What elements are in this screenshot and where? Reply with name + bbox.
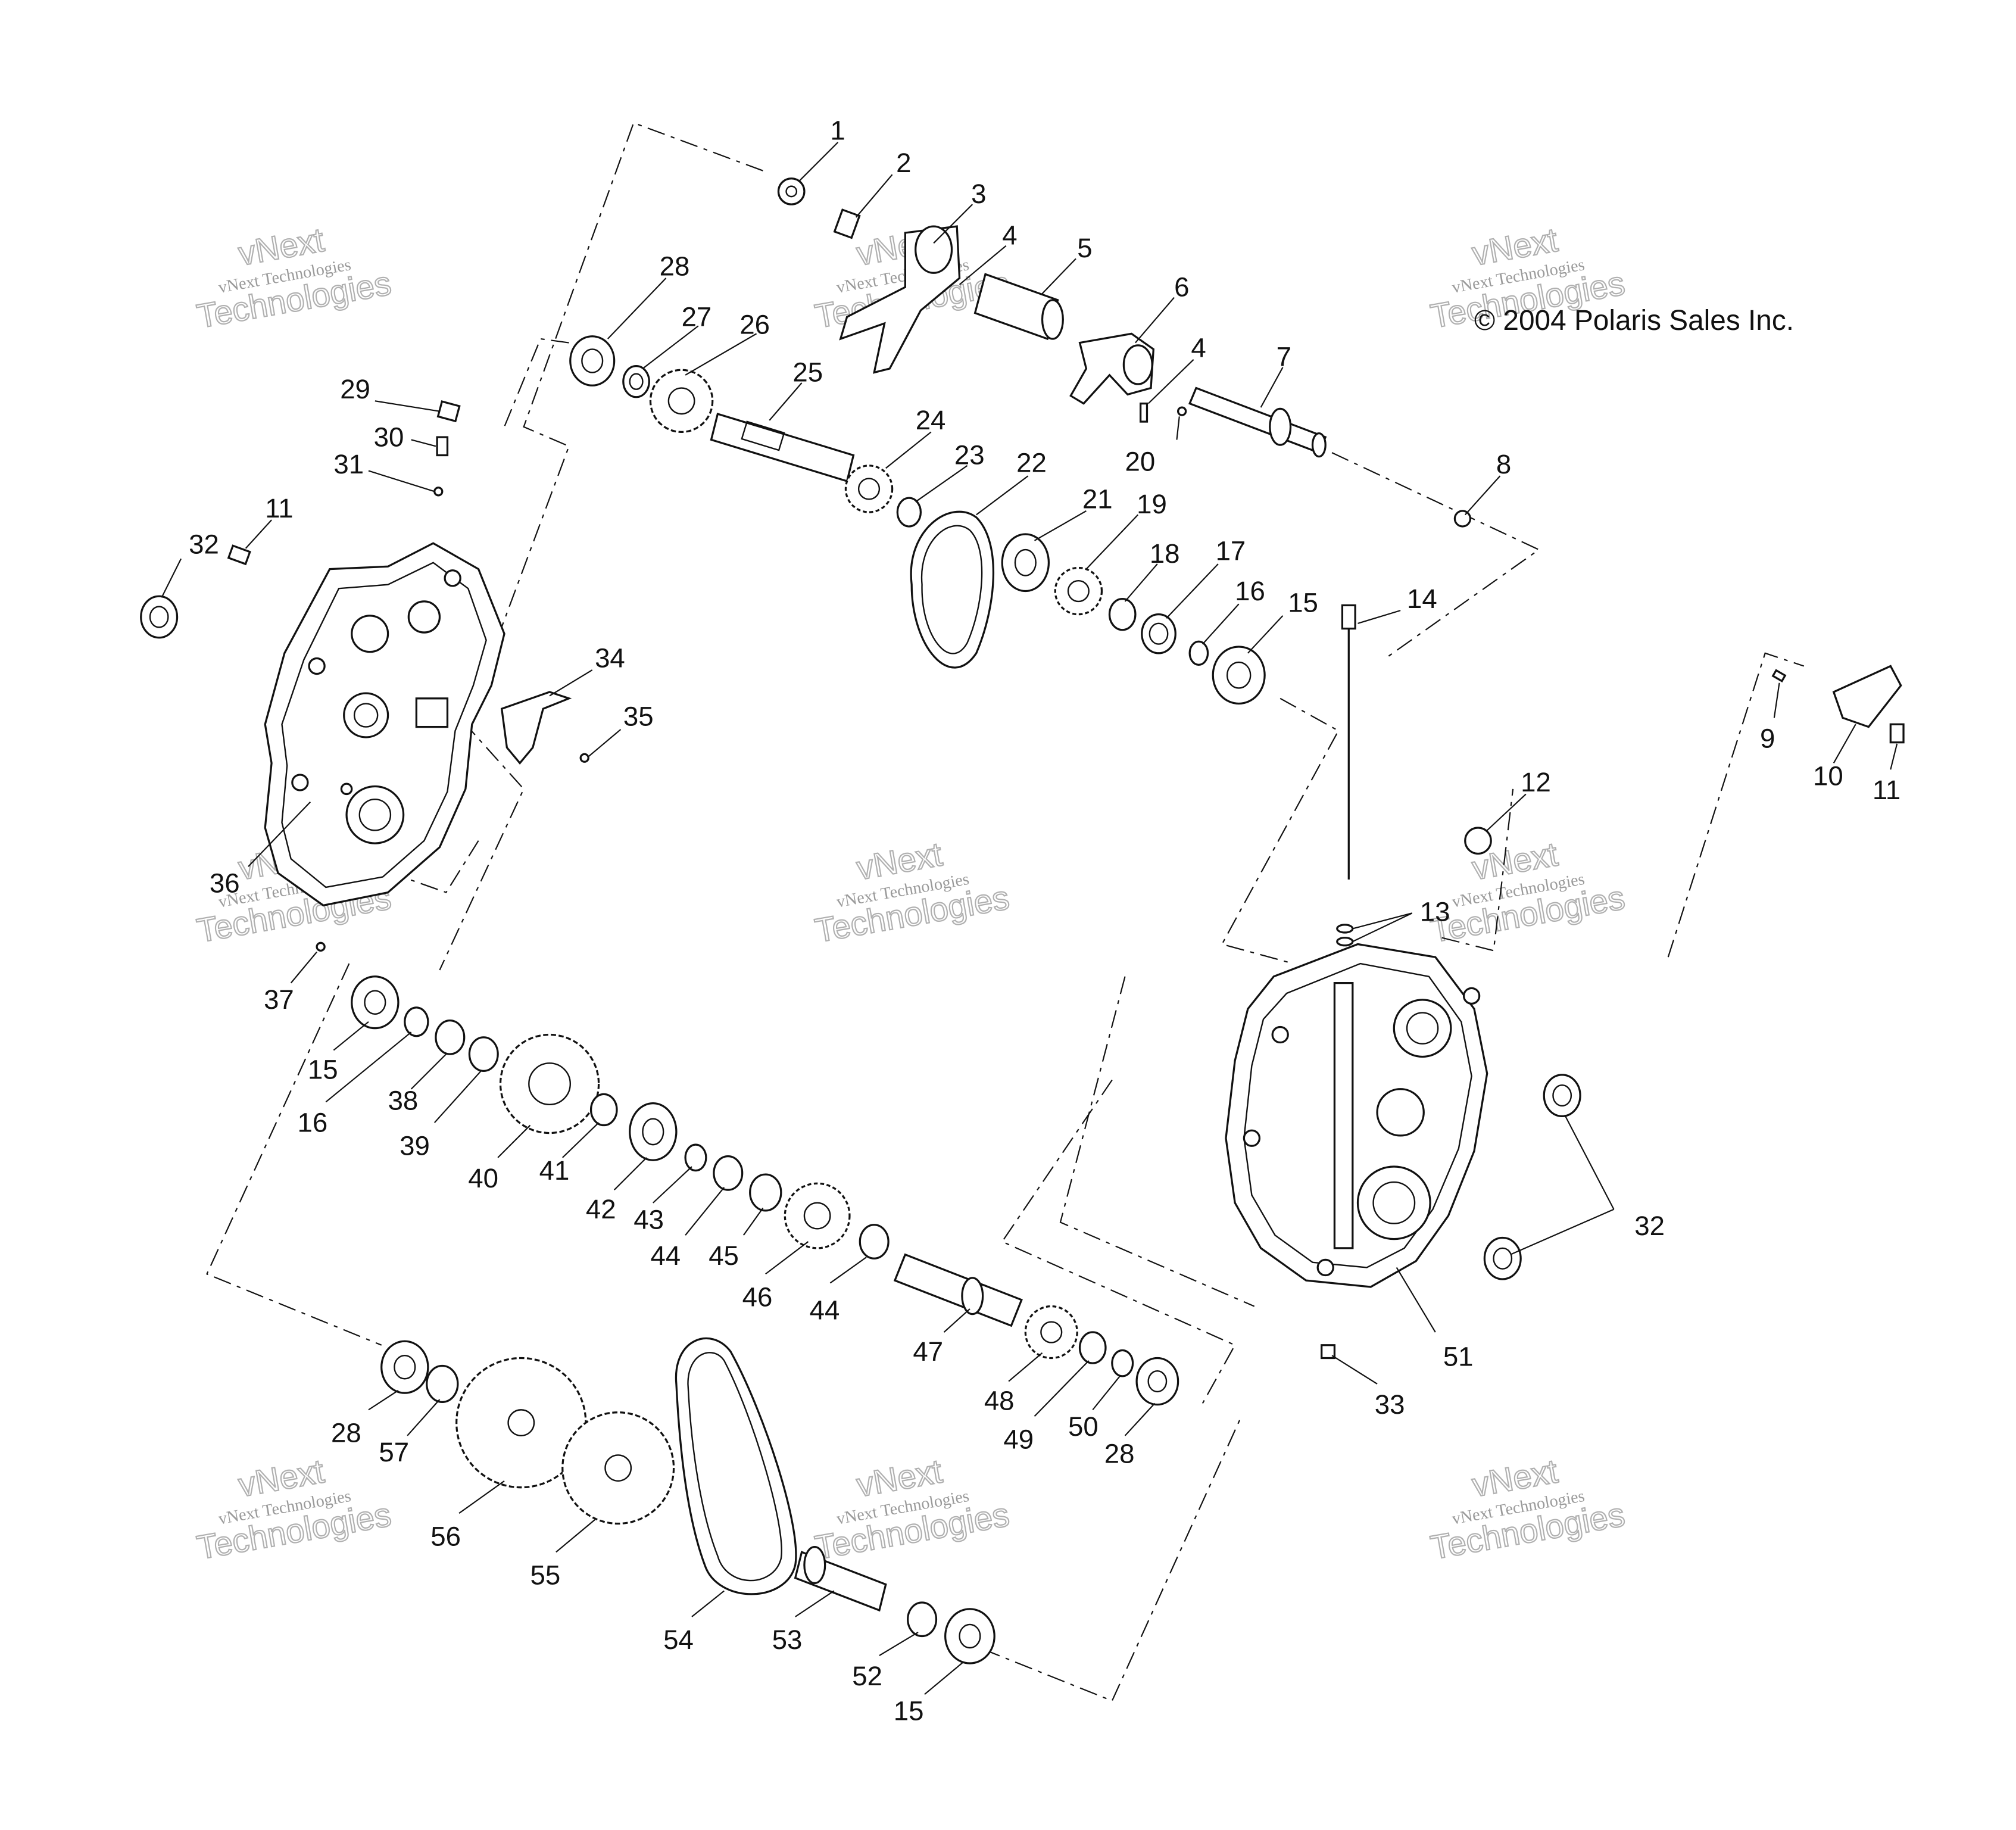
callout-26: 26 — [739, 309, 770, 339]
callout-3: 3 — [971, 179, 986, 209]
callout-32: 32 — [1634, 1211, 1665, 1241]
callout-28: 28 — [1104, 1438, 1135, 1469]
callout-21: 21 — [1082, 484, 1113, 515]
callout-52: 52 — [852, 1661, 882, 1691]
watermark: vNext vNext Technologies Technologies — [1427, 1451, 1628, 1567]
callout-9: 9 — [1760, 723, 1775, 753]
watermark: vNext vNext Technologies Technologies — [812, 834, 1013, 950]
callout-41: 41 — [539, 1155, 570, 1186]
callout-6: 6 — [1174, 272, 1189, 302]
callout-55: 55 — [530, 1560, 560, 1591]
callout-34: 34 — [595, 643, 625, 674]
callout-4: 4 — [1191, 332, 1206, 363]
callout-15: 15 — [894, 1696, 924, 1726]
watermark: vNext vNext Technologies Technologies — [194, 220, 395, 336]
copyright-notice: © 2004 Polaris Sales Inc. — [1474, 305, 1794, 336]
callout-39: 39 — [400, 1131, 430, 1161]
callout-43: 43 — [633, 1204, 664, 1234]
callout-49: 49 — [1003, 1424, 1034, 1455]
upper-shaft-assembly — [569, 177, 1472, 705]
callout-11: 11 — [1873, 775, 1900, 805]
callout-20: 20 — [1125, 447, 1156, 477]
callout-12: 12 — [1521, 767, 1551, 797]
callout-38: 38 — [388, 1085, 419, 1115]
callout-44: 44 — [810, 1295, 840, 1325]
callout-labels: 1 2 3 4 5 6 4 7 8 9 10 11 11 12 13 14 15… — [189, 116, 1900, 1726]
callout-53: 53 — [772, 1625, 803, 1655]
callout-36: 36 — [210, 868, 240, 899]
middle-shaft-assembly — [351, 975, 1179, 1406]
callout-19: 19 — [1137, 489, 1167, 519]
assembly-centerlines — [206, 121, 1805, 1702]
callout-47: 47 — [913, 1336, 943, 1367]
callout-24: 24 — [916, 405, 946, 435]
callout-22: 22 — [1016, 448, 1047, 478]
callout-1: 1 — [830, 116, 845, 146]
lower-shaft-assembly — [380, 1337, 995, 1664]
callout-46: 46 — [742, 1282, 773, 1313]
callout-5: 5 — [1077, 233, 1092, 263]
callout-35: 35 — [623, 701, 654, 731]
callout-56: 56 — [430, 1521, 461, 1551]
callout-18: 18 — [1150, 538, 1180, 569]
callout-50: 50 — [1068, 1411, 1098, 1442]
callout-57: 57 — [379, 1437, 409, 1467]
leader-lines — [161, 142, 1898, 1695]
callout-14: 14 — [1407, 584, 1437, 614]
callout-51: 51 — [1443, 1342, 1474, 1372]
callout-28: 28 — [660, 251, 690, 282]
callout-25: 25 — [792, 357, 823, 388]
misc-small-parts — [140, 400, 1905, 1360]
callout-17: 17 — [1216, 535, 1246, 566]
callout-15: 15 — [1288, 587, 1318, 618]
callout-16: 16 — [1235, 576, 1265, 606]
callout-32: 32 — [189, 529, 219, 560]
callout-44: 44 — [650, 1240, 681, 1271]
callout-33: 33 — [1375, 1389, 1405, 1420]
callout-30: 30 — [374, 422, 404, 452]
callout-45: 45 — [709, 1240, 739, 1271]
right-gearcase-housing — [1225, 943, 1488, 1288]
callout-42: 42 — [586, 1194, 616, 1224]
callout-40: 40 — [468, 1163, 498, 1193]
callout-4: 4 — [1002, 220, 1017, 250]
callout-48: 48 — [984, 1385, 1015, 1416]
callout-28: 28 — [331, 1418, 361, 1448]
callout-27: 27 — [682, 301, 712, 332]
callout-7: 7 — [1277, 342, 1291, 372]
callout-11: 11 — [265, 493, 293, 523]
callout-16: 16 — [298, 1107, 328, 1137]
watermark: vNext vNext Technologies Technologies — [1427, 834, 1628, 950]
callout-10: 10 — [1813, 760, 1843, 791]
watermark: vNext vNext Technologies Technologies — [194, 1451, 395, 1567]
callout-2: 2 — [896, 148, 911, 178]
callout-37: 37 — [264, 984, 294, 1015]
callout-54: 54 — [663, 1625, 694, 1655]
callout-31: 31 — [333, 449, 364, 479]
left-gearcase-housing — [264, 542, 505, 907]
callout-13: 13 — [1420, 896, 1450, 927]
callout-15: 15 — [308, 1054, 338, 1084]
callout-23: 23 — [954, 440, 985, 470]
callout-29: 29 — [340, 374, 370, 404]
callout-8: 8 — [1496, 449, 1511, 479]
watermark: vNext vNext Technologies Technologies — [812, 1451, 1013, 1567]
